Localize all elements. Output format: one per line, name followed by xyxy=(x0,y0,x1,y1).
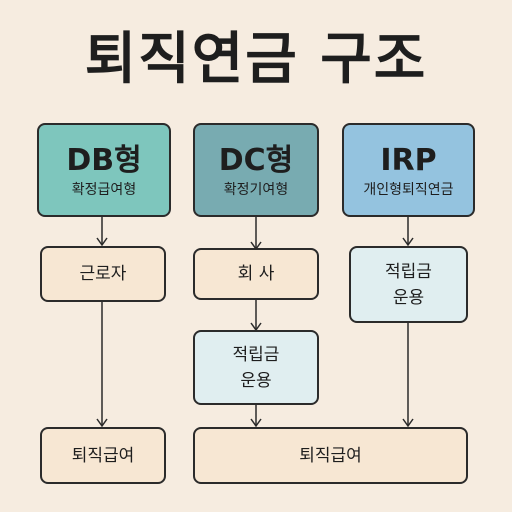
db-worker-label: 근로자 xyxy=(79,264,127,284)
dc-fund-label: 적립금 운용 xyxy=(232,344,280,391)
dc-header-box: DC형 확정기여형 xyxy=(193,123,319,217)
db-benefit-label: 퇴직급여 xyxy=(71,445,135,466)
shared-benefit-node: 퇴직급여 xyxy=(193,427,468,484)
irp-header-name: IRP xyxy=(380,143,437,178)
dc-company-node: 회 사 xyxy=(193,248,319,300)
page-title: 퇴직연금 구조 xyxy=(84,27,428,92)
dc-company-label: 회 사 xyxy=(237,264,275,284)
db-header-box: DB형 확정급여형 xyxy=(37,123,171,217)
irp-fund-node: 적립금 운용 xyxy=(349,246,468,323)
irp-header-sub: 개인형퇴직연금 xyxy=(363,182,454,198)
irp-header-box: IRP 개인형퇴직연금 xyxy=(342,123,475,217)
dc-header-sub: 확정기여형 xyxy=(223,182,289,198)
irp-fund-label: 적립금 운용 xyxy=(385,261,432,308)
dc-header-name: DC형 xyxy=(218,143,294,178)
shared-benefit-label: 퇴직급여 xyxy=(299,445,362,466)
db-worker-node: 근로자 xyxy=(40,246,166,302)
db-header-sub: 확정급여형 xyxy=(71,182,137,198)
dc-fund-node: 적립금 운용 xyxy=(193,330,319,405)
db-benefit-node: 퇴직급여 xyxy=(40,427,166,484)
db-header-name: DB형 xyxy=(66,143,142,178)
